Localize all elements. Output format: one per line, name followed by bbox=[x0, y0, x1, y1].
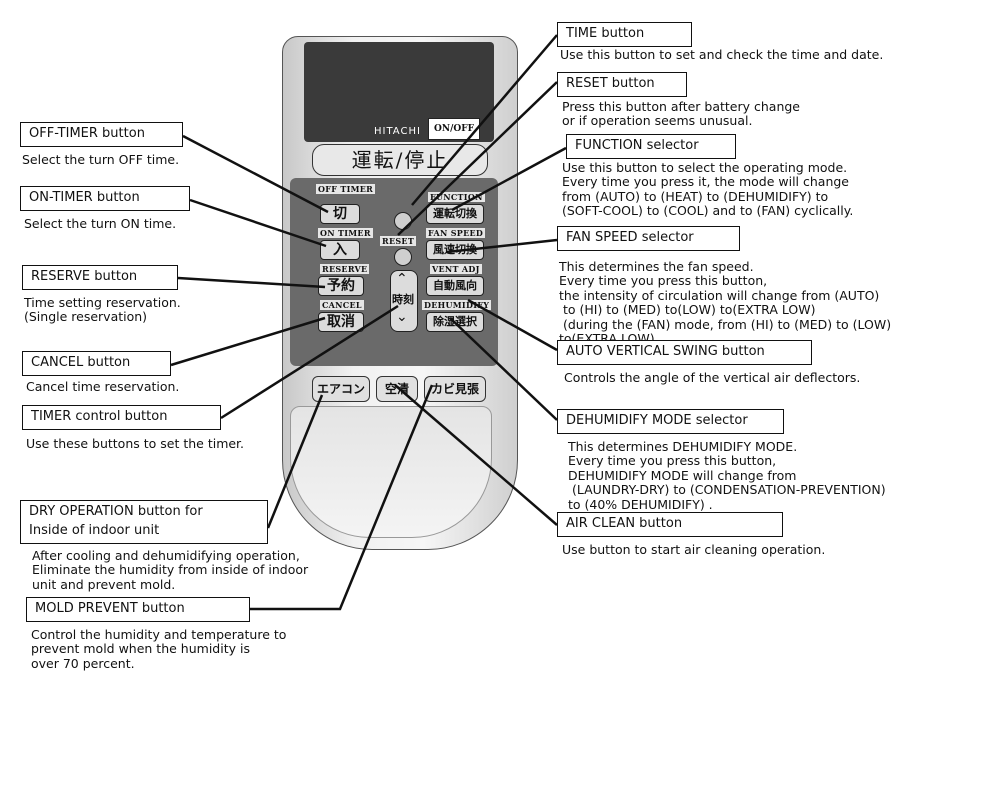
on-timer-key[interactable]: 入 bbox=[320, 240, 360, 260]
callout-desc-mold-prevent: Control the humidity and temperature to … bbox=[31, 627, 287, 671]
callout-desc-auto-swing: Controls the angle of the vertical air d… bbox=[564, 370, 861, 385]
callout-label-dry-operation: DRY OPERATION button for Inside of indoo… bbox=[20, 500, 268, 544]
fan-speed-panel-label: FAN SPEED bbox=[426, 228, 486, 238]
small-round-key[interactable] bbox=[394, 212, 412, 230]
cancel-key[interactable]: 取消 bbox=[318, 312, 364, 332]
callout-label-reset: RESET button bbox=[557, 72, 687, 97]
off-timer-key[interactable]: 切 bbox=[320, 204, 360, 224]
callout-desc-dry-operation: After cooling and dehumidifying operatio… bbox=[32, 548, 309, 592]
button-panel: OFF TIMER 切 ON TIMER 入 RESERVE 予約 CANCEL… bbox=[290, 178, 498, 366]
callout-label-function: FUNCTION selector bbox=[566, 134, 736, 159]
dry-operation-key[interactable]: エアコン bbox=[312, 376, 370, 402]
battery-cover bbox=[290, 406, 492, 538]
vent-adj-panel-label: VENT ADJ bbox=[430, 264, 482, 274]
callout-label-dehumidify: DEHUMIDIFY MODE selector bbox=[557, 409, 784, 434]
callout-label-air-clean: AIR CLEAN button bbox=[557, 512, 783, 537]
callout-desc-function: Use this button to select the operating … bbox=[562, 160, 854, 219]
vent-adj-key[interactable]: 自動風向 bbox=[426, 276, 484, 296]
reset-panel-label: RESET bbox=[380, 236, 417, 246]
function-panel-label: FUNCTION bbox=[428, 192, 485, 202]
callout-desc-reset: Press this button after battery change o… bbox=[562, 99, 801, 129]
callout-label-timer-control: TIMER control button bbox=[22, 405, 221, 430]
run-stop-button[interactable]: 運転/停止 bbox=[312, 144, 488, 176]
callout-desc-reserve: Time setting reservation. (Single reserv… bbox=[24, 295, 181, 325]
callout-label-time: TIME button bbox=[557, 22, 692, 47]
callout-label-cancel: CANCEL button bbox=[22, 351, 171, 376]
remote-control: HITACHI ON/OFF 運転/停止 OFF TIMER 切 ON TIME… bbox=[282, 36, 518, 550]
callout-label-fan-speed: FAN SPEED selector bbox=[557, 226, 740, 251]
mold-prevent-key[interactable]: カビ見張 bbox=[424, 376, 486, 402]
callout-desc-cancel: Cancel time reservation. bbox=[26, 379, 180, 394]
on-timer-panel-label: ON TIMER bbox=[318, 228, 373, 238]
callout-desc-fan-speed: This determines the fan speed. Every tim… bbox=[559, 259, 892, 346]
dehumidify-key[interactable]: 除湿選択 bbox=[426, 312, 484, 332]
reserve-key[interactable]: 予約 bbox=[318, 276, 364, 296]
fan-speed-key[interactable]: 風速切換 bbox=[426, 240, 484, 260]
function-key[interactable]: 運転切換 bbox=[426, 204, 484, 224]
dehumidify-panel-label: DEHUMIDIFY bbox=[422, 300, 492, 310]
callout-label-auto-swing: AUTO VERTICAL SWING button bbox=[557, 340, 812, 365]
callout-label-off-timer: OFF-TIMER button bbox=[20, 122, 183, 147]
time-key-label: 時刻 bbox=[392, 293, 414, 306]
air-clean-key[interactable]: 空清 bbox=[376, 376, 418, 402]
callout-label-mold-prevent: MOLD PREVENT button bbox=[26, 597, 250, 622]
on-off-label: ON/OFF bbox=[428, 118, 480, 140]
cancel-panel-label: CANCEL bbox=[320, 300, 364, 310]
callout-desc-air-clean: Use button to start air cleaning operati… bbox=[562, 542, 826, 557]
chevron-up-icon: ⌃ bbox=[396, 271, 408, 287]
callout-desc-dehumidify: This determines DEHUMIDIFY MODE. Every t… bbox=[568, 439, 886, 512]
brand-logo: HITACHI bbox=[374, 126, 421, 137]
callout-desc-timer-control: Use these buttons to set the timer. bbox=[26, 436, 245, 451]
chevron-down-icon: ⌄ bbox=[396, 309, 408, 325]
reset-key[interactable] bbox=[394, 248, 412, 266]
callout-desc-on-timer: Select the turn ON time. bbox=[24, 216, 177, 231]
callout-desc-time: Use this button to set and check the tim… bbox=[560, 47, 884, 62]
callout-desc-off-timer: Select the turn OFF time. bbox=[22, 152, 180, 167]
reserve-panel-label: RESERVE bbox=[320, 264, 370, 274]
time-key[interactable]: ⌃ 時刻 ⌄ bbox=[390, 270, 418, 332]
off-timer-panel-label: OFF TIMER bbox=[316, 184, 376, 194]
callout-label-on-timer: ON-TIMER button bbox=[20, 186, 190, 211]
callout-label-reserve: RESERVE button bbox=[22, 265, 178, 290]
